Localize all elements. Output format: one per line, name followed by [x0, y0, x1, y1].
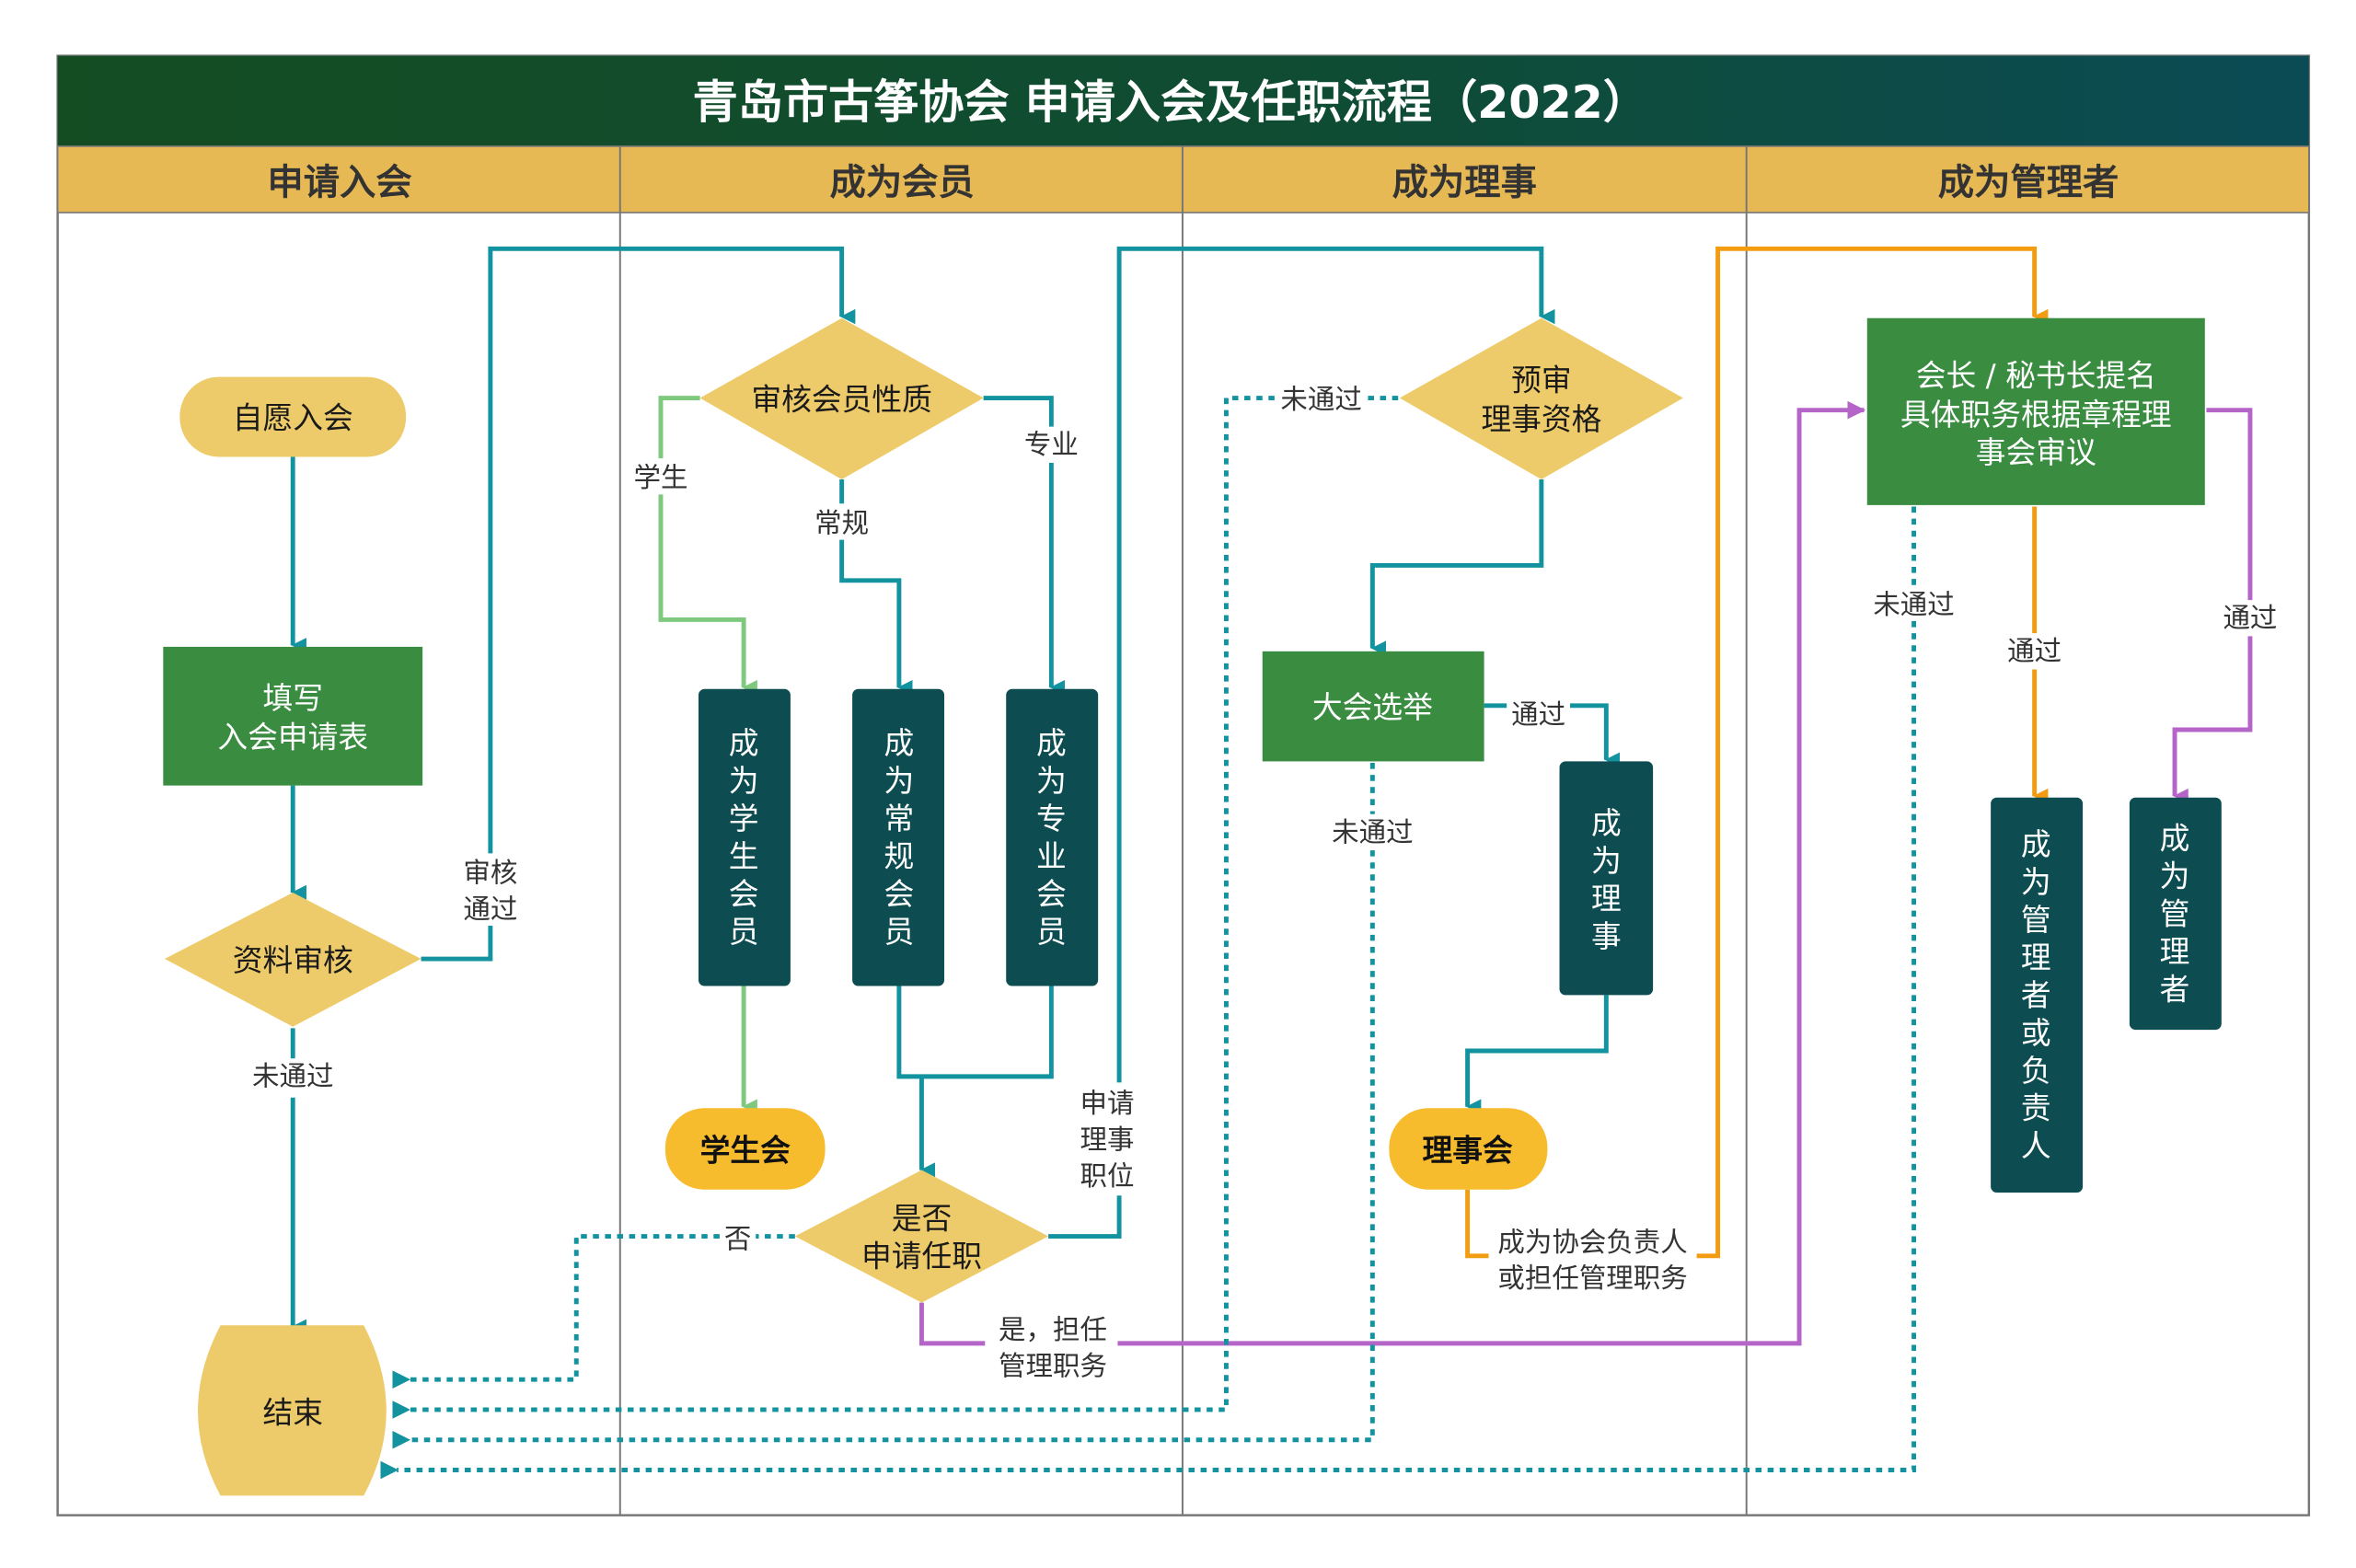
label-review-pass-1: 审核 [463, 858, 517, 889]
node-member-type-label: 审核会员性质 [751, 383, 932, 418]
node-nomination[interactable] [1866, 317, 2205, 505]
label-review-pass-2: 通过 [463, 894, 517, 925]
lane-dividers [618, 145, 1748, 1516]
edge-nomination-fail-to-end [397, 506, 1917, 1470]
label-yes-manage-1: 是，担任 [999, 1314, 1107, 1345]
node-nomination-line1: 会长 / 秘书长提名 [1916, 358, 2156, 393]
node-become-manager-label: 成为管理者 [2160, 821, 2190, 1007]
lane-header-director: 成为理事 [1392, 162, 1537, 203]
edge-members-to-apply [896, 986, 1054, 1170]
label-student: 学生 [634, 462, 688, 493]
edge-labels: 审核 通过 未通过 学生 常规 专业 申请 理事 职位 否 是，担任 管理职务 … [252, 384, 2277, 1381]
edge-prereview-to-election [1369, 479, 1544, 656]
node-regular-member-label: 成为常规会员 [884, 726, 915, 950]
node-pro-member-label: 成为专业会员 [1036, 726, 1067, 950]
node-nomination-line3: 事会审议 [1976, 435, 2096, 470]
label-nomination-fail: 未通过 [1873, 589, 1954, 620]
edge-regular [839, 479, 899, 687]
title-bar [57, 55, 2309, 146]
lane-header-member: 成为会员 [830, 162, 975, 203]
label-nomination-pass-right: 通过 [2223, 603, 2277, 634]
node-prereview[interactable] [1399, 317, 1683, 480]
node-election[interactable] [1262, 651, 1484, 762]
node-fill-form-line1: 填写 [262, 681, 322, 716]
node-manager-or-lead-label: 成为管理者或负责人 [2021, 827, 2051, 1164]
label-apply-director-1: 申请 [1080, 1088, 1135, 1119]
connectors [293, 246, 2253, 1470]
node-prereview-line1: 预审 [1511, 363, 1572, 398]
edge-apply-director [1048, 246, 1542, 1239]
label-prereview-fail: 未通过 [1280, 384, 1361, 415]
label-apply-director-3: 职位 [1080, 1160, 1135, 1192]
node-student-union-label: 学生会 [700, 1134, 791, 1169]
node-prereview-line2: 理事资格 [1481, 402, 1601, 437]
node-election-label: 大会选举 [1312, 690, 1433, 725]
edge-prereview-fail-to-end [409, 396, 1399, 1410]
node-board[interactable] [1389, 1108, 1548, 1190]
label-board-lead-2: 或担任管理职务 [1497, 1262, 1687, 1294]
edge-election-fail-to-end [409, 763, 1375, 1440]
node-pro-member[interactable] [1006, 688, 1099, 986]
node-apply-position-line2: 申请任职 [861, 1239, 982, 1274]
node-fill-form-line2: 入会申请表 [217, 721, 368, 755]
label-review-fail: 未通过 [252, 1061, 333, 1092]
node-become-manager[interactable] [2129, 797, 2222, 1031]
node-become-director-label: 成为理事 [1591, 806, 1622, 954]
node-apply-position-line1: 是否 [892, 1201, 952, 1236]
edge-student [658, 396, 744, 688]
node-student-union[interactable] [664, 1108, 826, 1190]
edge-review-pass-to-member-type [421, 246, 841, 962]
node-become-director[interactable] [1559, 761, 1654, 996]
node-end[interactable] [198, 1325, 387, 1496]
edge-board-to-nomination [1465, 246, 2035, 1259]
lane-header-manager: 成为管理者 [1938, 162, 2119, 203]
edge-election-pass [1484, 703, 1607, 760]
label-board-lead-1: 成为协会负责人 [1497, 1227, 1687, 1258]
node-student-member[interactable] [698, 688, 791, 986]
node-apply-position[interactable] [794, 1170, 1049, 1303]
node-regular-member[interactable] [852, 688, 945, 986]
label-election-pass: 通过 [1511, 698, 1565, 730]
edge-pro [983, 396, 1052, 688]
edge-director-to-board [1465, 995, 1609, 1114]
node-fill-form[interactable] [163, 646, 423, 786]
node-manager-or-lead[interactable] [1991, 797, 2084, 1193]
node-review-docs-label: 资料审核 [233, 943, 353, 978]
node-end-label: 结束 [262, 1396, 322, 1431]
node-voluntary-label: 自愿入会 [233, 400, 353, 435]
node-nomination-line2: 具体职务根据章程理 [1900, 398, 2172, 432]
label-nomination-pass: 通过 [2007, 636, 2062, 667]
node-board-label: 理事会 [1422, 1134, 1512, 1169]
label-yes-manage-2: 管理职务 [999, 1350, 1107, 1381]
edge-nomination-pass-right [2175, 408, 2253, 796]
page-title: 青岛市古筝协会 申请入会及任职流程（2022） [693, 75, 1648, 129]
label-no: 否 [724, 1224, 751, 1255]
label-apply-director-2: 理事 [1080, 1124, 1135, 1156]
label-regular: 常规 [814, 507, 869, 538]
lane-header-apply: 申请入会 [267, 162, 411, 203]
label-pro: 专业 [1024, 429, 1079, 460]
edge-yes-to-nomination [919, 410, 1864, 1346]
node-member-type[interactable] [699, 317, 984, 480]
node-student-member-label: 成为学生会员 [729, 726, 759, 950]
node-voluntary[interactable] [179, 376, 407, 457]
node-review-docs[interactable] [164, 892, 422, 1027]
label-election-fail: 未通过 [1332, 816, 1413, 847]
